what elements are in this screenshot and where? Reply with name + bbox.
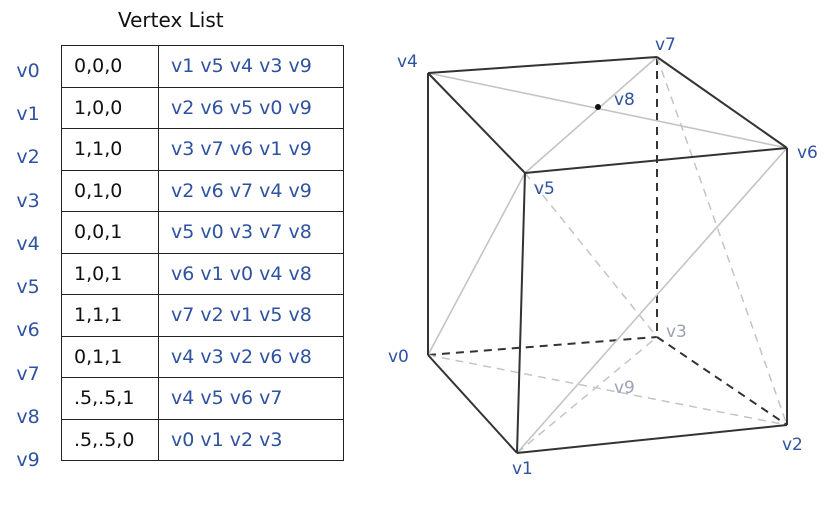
edge-v1-v2 — [516, 424, 788, 454]
table-row: .5,.5,0 v0 v1 v2 v3 — [61, 418, 344, 461]
label-v2: v2 — [782, 435, 803, 455]
coord-cell: 1,0,0 — [61, 86, 159, 129]
visible-edges — [427, 56, 788, 454]
diag-v5-v7 — [524, 56, 658, 174]
v8-point — [595, 104, 601, 110]
coord-cell: 1,0,1 — [61, 252, 159, 295]
coord-cell: 1,1,0 — [61, 128, 159, 171]
adjacency-cell: v7 v2 v1 v5 v8 — [158, 294, 344, 337]
coord-cell: 0,0,1 — [61, 211, 159, 254]
row-label-v3: v3 — [16, 190, 40, 212]
label-v7: v7 — [655, 35, 676, 55]
label-v0: v0 — [388, 347, 409, 367]
hidden-edges — [427, 57, 788, 426]
diag-v1-v3 — [516, 336, 658, 454]
coord-cell: 1,1,1 — [61, 294, 159, 337]
table-row: 1,0,0 v2 v6 v5 v0 v9 — [61, 86, 344, 129]
diag-v5-v3 — [524, 172, 658, 338]
edge-v0-v1 — [427, 354, 518, 454]
diag-v1-v6 — [516, 147, 788, 454]
row-label-v8: v8 — [16, 406, 40, 428]
row-label-v9: v9 — [16, 449, 40, 471]
coord-cell: .5,.5,0 — [61, 418, 159, 461]
hidden-diagonals — [427, 56, 788, 454]
table-row: 1,0,1 v6 v1 v0 v4 v8 — [61, 252, 344, 295]
edge-v5-v1 — [516, 172, 526, 454]
adjacency-cell: v6 v1 v0 v4 v8 — [158, 252, 344, 295]
row-label-v5: v5 — [16, 276, 40, 298]
coord-cell: 0,0,0 — [61, 45, 159, 88]
coord-cell: .5,.5,1 — [61, 377, 159, 420]
adjacency-cell: v1 v5 v4 v3 v9 — [158, 45, 344, 88]
edge-v0-v3 — [427, 336, 658, 356]
table-row: 1,1,1 v7 v2 v1 v5 v8 — [61, 294, 344, 337]
edge-v5-v4 — [427, 72, 526, 174]
edge-v3-v2 — [656, 336, 788, 426]
adjacency-cell: v2 v6 v7 v4 v9 — [158, 169, 344, 212]
label-v8: v8 — [614, 90, 635, 110]
visible-diagonals — [427, 56, 788, 454]
label-v3: v3 — [666, 322, 687, 342]
label-v4: v4 — [397, 52, 418, 72]
diag-v0-v5 — [427, 172, 526, 356]
adjacency-cell: v2 v6 v5 v0 v9 — [158, 86, 344, 129]
row-label-v0: v0 — [16, 60, 40, 82]
label-v6: v6 — [797, 143, 818, 163]
adjacency-cell: v0 v1 v2 v3 — [158, 418, 344, 461]
label-v1: v1 — [512, 459, 533, 479]
diag-v0-v2 — [427, 354, 788, 426]
edge-v6-v5 — [524, 147, 788, 174]
table-row: 0,1,0 v2 v6 v7 v4 v9 — [61, 169, 344, 212]
row-label-v6: v6 — [16, 319, 40, 341]
table-row: 0,1,1 v4 v3 v2 v6 v8 — [61, 335, 344, 378]
diag-v7-v2 — [656, 56, 788, 426]
row-label-v7: v7 — [16, 363, 40, 385]
label-v9: v9 — [614, 378, 635, 398]
coord-cell: 0,1,0 — [61, 169, 159, 212]
row-label-v1: v1 — [16, 103, 40, 125]
table-row: 0,0,0 v1 v5 v4 v3 v9 — [61, 45, 344, 88]
edge-v7-v6 — [656, 56, 788, 149]
label-v5: v5 — [534, 179, 555, 199]
row-label-v4: v4 — [16, 233, 40, 255]
diag-v4-v6 — [427, 72, 788, 149]
vertex-list-title: Vertex List — [118, 8, 224, 32]
row-label-v2: v2 — [16, 146, 40, 168]
edge-v4-v7 — [427, 56, 658, 74]
vertex-table: 0,0,0 v1 v5 v4 v3 v9 1,0,0 v2 v6 v5 v0 v… — [61, 45, 344, 461]
adjacency-cell: v4 v3 v2 v6 v8 — [158, 335, 344, 378]
